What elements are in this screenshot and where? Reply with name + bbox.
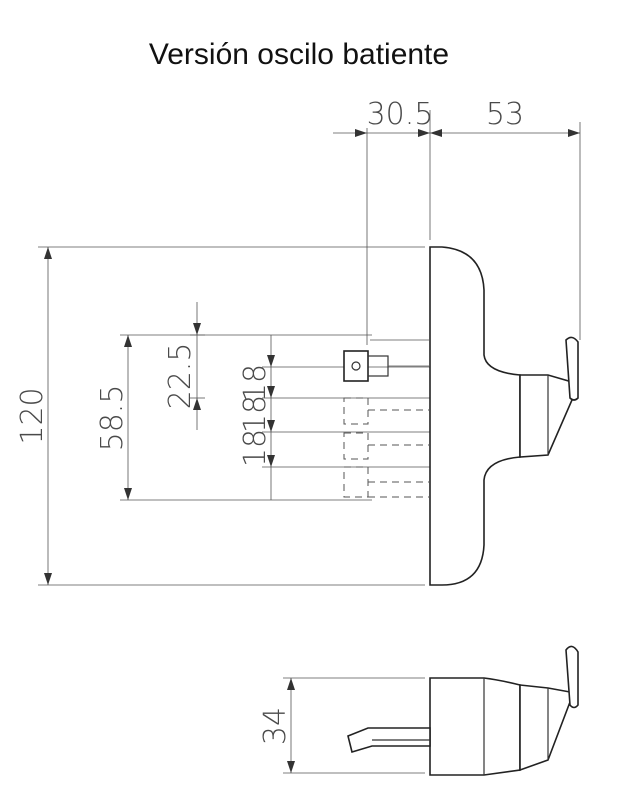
dim-34: 34 (258, 707, 293, 745)
dim-58-5-group: 58.5 (95, 334, 372, 501)
dim-18-group: 18 18 18 (238, 335, 430, 500)
handle-side-view: 34 (258, 645, 579, 776)
dim-18-b: 18 (238, 395, 273, 433)
dim-18-a: 18 (238, 364, 273, 402)
dim-22-5: 22.5 (163, 343, 198, 410)
dim-58-5: 58.5 (95, 385, 130, 452)
dim-22-5-group: 22.5 (163, 302, 205, 430)
dim-30-5: 30.5 (367, 97, 434, 132)
dim-18-c: 18 (238, 429, 273, 467)
top-dimensions: 30.5 53 (333, 97, 581, 345)
dim-53: 53 (486, 97, 524, 132)
dim-120-group: 120 (15, 246, 425, 586)
drawing-title: Versión oscilo batiente (148, 38, 450, 71)
handle-front-view (343, 246, 579, 586)
dim-120: 120 (15, 387, 50, 444)
